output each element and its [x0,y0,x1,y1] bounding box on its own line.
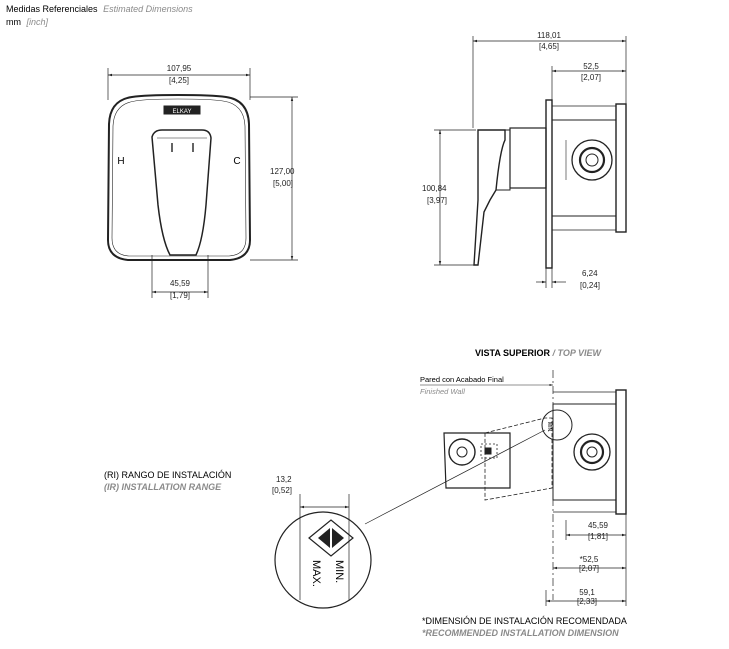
top-view [364,370,627,600]
front-height-dimension [250,96,298,261]
front-height-mm: 127,00 [270,167,295,176]
side-height-in: [3,97] [427,196,447,205]
top-d2-in: [2,07] [579,564,599,573]
top-view-title: VISTA SUPERIOR / TOP VIEW [475,348,603,358]
front-width-dimension [107,68,251,100]
range-label-es: (RI) RANGO DE INSTALACIÓN [104,470,231,480]
front-width-mm: 107,95 [167,64,192,73]
side-depth-in: [4,65] [539,42,559,51]
side-plate-mm: 6,24 [582,269,598,278]
wall-label-es: Pared con Acabado Final [420,375,504,384]
header-title: Medidas Referenciales Estimated Dimensio… [6,4,193,14]
top-view-dimensions [545,514,627,606]
top-d1-mm: 45,59 [588,521,609,530]
side-depth-dimension [472,36,627,128]
top-d3-in: [2,33] [577,597,597,606]
side-plate-in: [0,24] [580,281,600,290]
range-max-label: MAX. [310,560,322,587]
zoom-min-small: MIN. [546,422,552,433]
top-d1-in: [1,81] [588,532,608,541]
side-body-in: [2,07] [581,73,601,82]
lever-width-mm: 45,59 [170,279,191,288]
wall-label-en: Finished Wall [420,387,465,396]
note-es: *DIMENSIÓN DE INSTALACIÓN RECOMENDADA [422,616,627,626]
range-dim-mm: 13,2 [276,475,292,484]
front-height-in: [5,00] [273,179,293,188]
top-d2-mm: *52,5 [580,555,599,564]
front-view [106,93,252,261]
front-width-in: [4,25] [169,76,189,85]
brand-label: ELKAY [173,109,192,115]
range-min-label: MIN. [333,560,345,583]
range-label-en: (IR) INSTALLATION RANGE [104,482,222,492]
side-height-dimension [434,129,476,266]
range-dim-in: [0,52] [272,486,292,495]
side-plate-dimension [536,268,566,288]
note-en: *RECOMMENDED INSTALLATION DIMENSION [422,628,619,638]
range-magnified [274,494,372,609]
lever-width-in: [1,79] [170,291,190,300]
side-body-mm: 52,5 [583,62,599,71]
lever-width-dimension [151,255,209,298]
side-body-dimension [551,66,626,100]
label-cold: C [233,156,240,167]
brand-logo [163,105,201,115]
header-units: mm [inch] [6,17,49,27]
label-hot: H [117,156,124,167]
top-d3-mm: 59,1 [579,588,595,597]
side-height-mm: 100,84 [422,184,447,193]
side-view [473,99,627,269]
side-depth-mm: 118,01 [537,31,561,40]
